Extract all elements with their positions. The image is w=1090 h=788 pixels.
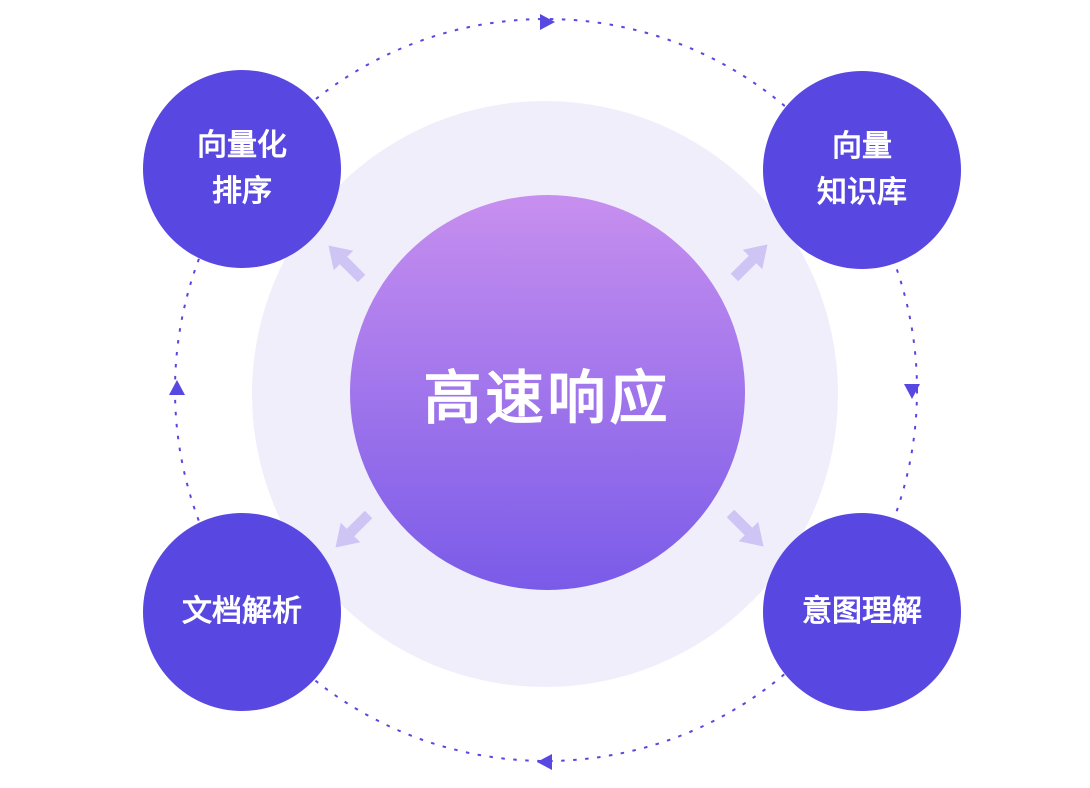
node-label-line: 排序 bbox=[212, 175, 272, 208]
node-vectorize-ranking: 向量化 排序 bbox=[143, 70, 341, 268]
node-label: 文档解析 bbox=[182, 589, 302, 636]
orbit-triangle-right-icon bbox=[904, 384, 920, 399]
arrow-top-right-icon bbox=[730, 244, 768, 282]
node-vector-knowledge-base: 向量 知识库 bbox=[763, 71, 961, 269]
orbit-triangle-bottom-icon bbox=[537, 754, 552, 770]
node-label-line: 意图理解 bbox=[802, 594, 922, 628]
node-label-line: 文档解析 bbox=[182, 594, 302, 628]
arrow-bottom-right-icon bbox=[726, 509, 764, 547]
arrow-bottom-left-icon bbox=[335, 510, 373, 548]
orbit-triangle-left-icon bbox=[169, 380, 185, 395]
node-label-line: 向量化 bbox=[197, 128, 287, 162]
node-label: 意图理解 bbox=[802, 589, 922, 636]
node-label: 向量化 排序 bbox=[197, 123, 287, 216]
orbit-triangle-top-icon bbox=[540, 14, 555, 30]
node-label: 向量 知识库 bbox=[817, 124, 907, 217]
arrow-top-left-icon bbox=[328, 245, 366, 283]
node-intent-understanding: 意图理解 bbox=[763, 513, 961, 711]
center-label: 高速响应 bbox=[423, 365, 672, 431]
node-document-parsing: 文档解析 bbox=[143, 513, 341, 711]
node-label-line: 知识库 bbox=[817, 176, 907, 209]
center-node: 高速响应 bbox=[350, 195, 745, 590]
node-label-line: 向量 bbox=[832, 129, 892, 163]
